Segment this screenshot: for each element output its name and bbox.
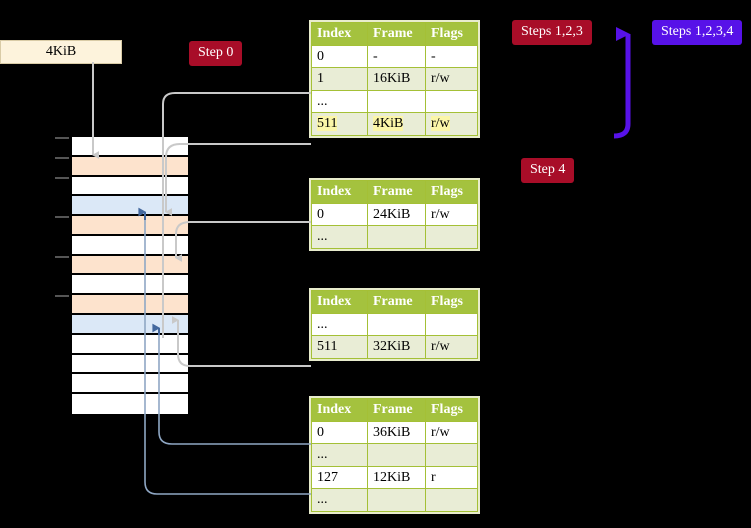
memory-row [72, 334, 188, 355]
cell-index: ... [311, 443, 368, 467]
memory-row [72, 315, 188, 335]
step0-badge: Step 0 [189, 41, 243, 66]
cell-flags [425, 89, 478, 113]
cell-index: 0 [311, 202, 368, 226]
column-header-frame: Frame [367, 398, 426, 422]
cell-frame: 16KiB [367, 67, 426, 91]
steps1234-badge: Steps 1,2,3,4 [652, 20, 743, 45]
cell-index: 127 [311, 465, 368, 489]
memory-row [72, 235, 188, 256]
cell-frame [367, 89, 426, 113]
memory-row [72, 156, 188, 177]
connector-pdpt-0-to-memory [174, 221, 311, 262]
cell-frame [367, 225, 426, 249]
cell-flags: r/w [425, 420, 478, 444]
cell-flags: r [425, 465, 478, 489]
column-header-index: Index [311, 290, 368, 314]
memory-row [72, 196, 188, 217]
column-header-flags: Flags [425, 22, 478, 46]
cell-frame: 12KiB [367, 465, 426, 489]
step4-badge: Step 4 [521, 158, 575, 183]
cell-index: 1 [311, 67, 368, 91]
memory-row [72, 295, 188, 316]
cell-flags: r/w [425, 67, 478, 91]
memory-row-tick [55, 137, 69, 139]
cell-index: 511 [311, 335, 368, 359]
cell-frame: 24KiB [367, 202, 426, 226]
cell-index: 511 [311, 112, 368, 136]
column-header-frame: Frame [367, 22, 426, 46]
cell-flags [425, 225, 478, 249]
cell-index: 0 [311, 420, 368, 444]
cell-frame: 4KiB [367, 112, 426, 136]
memory-row [72, 374, 188, 395]
cell-flags: r/w [425, 335, 478, 359]
memory-row [72, 394, 188, 414]
cell-frame [367, 312, 426, 336]
memory-row [72, 354, 188, 375]
cell-frame: 36KiB [367, 420, 426, 444]
cell-flags [425, 312, 478, 336]
cell-flags: r/w [425, 112, 478, 136]
cell-flags [425, 443, 478, 467]
memory-row-tick [55, 216, 69, 219]
column-header-flags: Flags [425, 398, 478, 422]
cell-frame: - [367, 44, 426, 68]
cell-flags: r/w [425, 202, 478, 226]
memory-row [72, 216, 188, 236]
cell-frame [367, 488, 426, 512]
table-row[interactable]: 0-- [311, 44, 478, 68]
cell-index: ... [311, 312, 368, 336]
cell-index: ... [311, 488, 368, 512]
cell-frame [367, 443, 426, 467]
steps123-badge: Steps 1,2,3 [512, 20, 592, 45]
arrow-steps1234-purple [613, 27, 631, 139]
column-header-index: Index [311, 22, 368, 46]
column-header-flags: Flags [425, 290, 478, 314]
cell-index: 0 [311, 44, 368, 68]
memory-row-tick [55, 255, 69, 258]
cell-index: ... [311, 89, 368, 113]
connector-pd-511-to-memory [172, 316, 311, 367]
table-row[interactable]: ... [311, 312, 478, 336]
column-header-frame: Frame [367, 290, 426, 314]
cell-flags: - [425, 44, 478, 68]
memory-row [72, 275, 188, 296]
memory-row-tick [55, 295, 69, 298]
column-header-frame: Frame [367, 180, 426, 204]
frame-box-4kib: 4KiB [0, 40, 122, 64]
physical-memory-column [55, 135, 190, 416]
table-row[interactable]: ... [311, 443, 478, 467]
memory-row-tick [55, 176, 69, 179]
memory-row [72, 137, 188, 157]
cell-index: ... [311, 225, 368, 249]
column-header-index: Index [311, 398, 368, 422]
table-row[interactable]: ... [311, 488, 478, 512]
cell-frame: 32KiB [367, 335, 426, 359]
cell-flags [425, 488, 478, 512]
column-header-flags: Flags [425, 180, 478, 204]
memory-row [72, 176, 188, 197]
memory-row [72, 255, 188, 276]
table-row[interactable]: ... [311, 89, 478, 113]
column-header-index: Index [311, 180, 368, 204]
table-row[interactable]: ... [311, 225, 478, 249]
memory-row-tick [55, 156, 69, 159]
